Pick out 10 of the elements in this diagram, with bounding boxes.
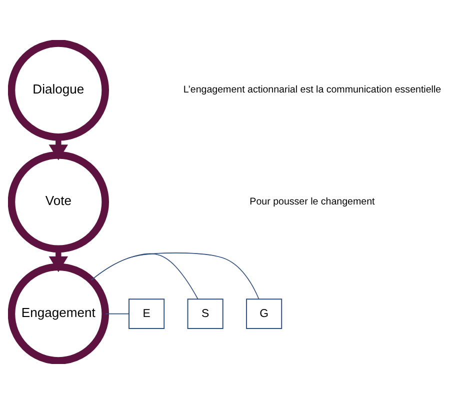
node-circle: Engagement [8,262,110,364]
connector [91,252,260,299]
connector [105,312,130,314]
node-box: G [246,298,282,328]
label: L’engagement actionnarial est la communication essentielle [183,84,442,96]
node-circle: Vote [8,150,110,252]
node-circle: Dialogue [8,40,110,140]
node-box: S [187,298,224,328]
label: Pour pousser le changement [250,196,375,208]
node-box: E [128,298,165,328]
